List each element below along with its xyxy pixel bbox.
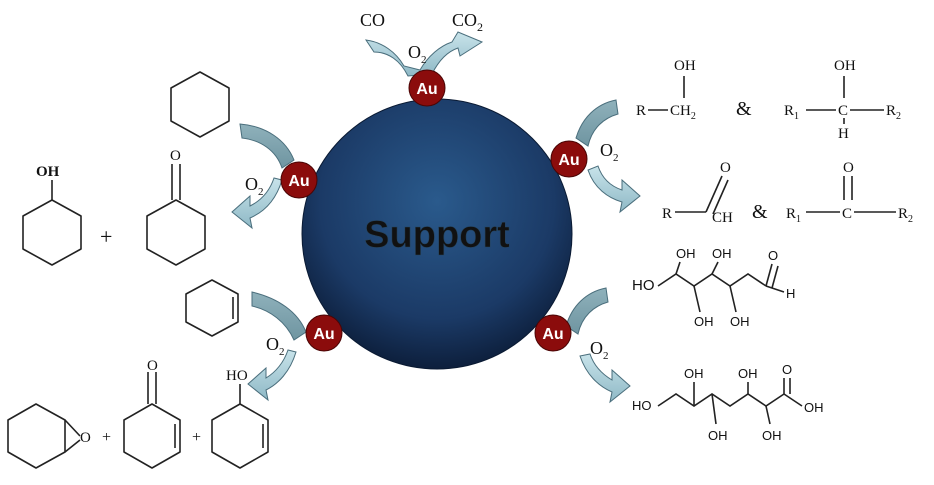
cyclohexenone-molecule: O — [123, 358, 181, 469]
gluconic-acid-molecule: HO OH OH OH OH O OH — [632, 362, 824, 443]
reaction-arrow-lower-right-head — [579, 353, 631, 404]
support-label: Support — [364, 214, 510, 256]
carbonyl-oxygen-label: O — [147, 358, 158, 374]
svg-text:O: O — [843, 160, 854, 176]
au-label: Au — [558, 152, 579, 169]
co-reactant-label: CO — [360, 10, 385, 30]
reaction-arrow-lower-left — [251, 291, 307, 341]
svg-text:OH: OH — [730, 314, 750, 329]
svg-text:HO: HO — [632, 398, 652, 413]
primary-alcohol-molecule: R CH2 OH — [636, 58, 696, 122]
svg-text:R1: R1 — [784, 103, 799, 122]
svg-text:OH: OH — [676, 246, 696, 261]
reaction-arrow-lower-left-head — [247, 349, 297, 402]
au-particle-upper-left: Au — [280, 161, 318, 199]
svg-text:OH: OH — [708, 428, 728, 443]
plus-sign: + — [102, 429, 111, 446]
au-particle-upper-right: Au — [550, 140, 588, 178]
svg-text:O: O — [768, 248, 778, 263]
au-label: Au — [288, 173, 309, 190]
o2-label-upper-right: O2 — [600, 140, 619, 164]
svg-text:CH: CH — [712, 210, 733, 226]
o2-label-top: O2 — [408, 42, 427, 66]
cyclohexanol-molecule: OH — [22, 164, 82, 266]
svg-text:R: R — [636, 103, 646, 119]
cyclohexane-ring — [170, 71, 230, 138]
hydroxyl-label: OH — [36, 164, 60, 180]
svg-text:H: H — [838, 126, 849, 142]
svg-text:OH: OH — [674, 58, 696, 74]
svg-text:CH2: CH2 — [670, 103, 696, 122]
ampersand-label: & — [752, 201, 768, 223]
reaction-arrow-upper-left — [239, 123, 295, 169]
cyclohexene-molecule — [185, 279, 239, 337]
reaction-arrow-upper-right — [575, 99, 619, 147]
svg-text:OH: OH — [738, 366, 758, 381]
ketone-molecule: R1 C R2 O — [786, 160, 913, 225]
svg-text:O: O — [782, 362, 792, 377]
svg-text:R1: R1 — [786, 206, 801, 225]
svg-text:C: C — [842, 206, 852, 222]
svg-text:OH: OH — [712, 246, 732, 261]
svg-text:O: O — [720, 160, 731, 176]
svg-text:R: R — [662, 206, 672, 222]
au-label: Au — [416, 81, 437, 98]
reaction-arrow-top — [364, 31, 484, 77]
svg-text:R2: R2 — [886, 103, 901, 122]
svg-text:OH: OH — [694, 314, 714, 329]
svg-text:H: H — [786, 286, 795, 301]
cyclohexene-oxide-molecule: O — [7, 403, 91, 469]
plus-sign: + — [100, 224, 112, 249]
carbonyl-oxygen-label: O — [170, 148, 181, 164]
svg-text:HO: HO — [632, 277, 655, 294]
au-particle-lower-left: Au — [305, 314, 343, 352]
svg-text:C: C — [838, 103, 848, 119]
epoxide-oxygen-label: O — [80, 430, 91, 446]
au-particle-lower-right: Au — [534, 314, 572, 352]
aldehyde-molecule: R O CH — [662, 160, 733, 226]
svg-text:R2: R2 — [898, 206, 913, 225]
o2-label-upper-left: O2 — [245, 174, 264, 198]
svg-text:OH: OH — [834, 58, 856, 74]
ampersand-label: & — [736, 98, 752, 120]
hydroxyl-label: HO — [226, 368, 248, 384]
reaction-arrow-upper-left-head — [231, 177, 283, 230]
o2-label-lower-left: O2 — [266, 334, 285, 358]
au-label: Au — [313, 326, 334, 343]
svg-text:OH: OH — [762, 428, 782, 443]
co2-product-label: CO2 — [452, 10, 483, 34]
cyclohexanone-molecule: O — [146, 148, 206, 266]
plus-sign: + — [192, 429, 201, 446]
glucose-molecule: HO OH OH OH OH O H — [632, 246, 795, 329]
reaction-arrow-lower-right — [565, 287, 609, 335]
au-particle-top: Au — [408, 69, 446, 107]
svg-text:OH: OH — [684, 366, 704, 381]
secondary-alcohol-molecule: R1 C R2 OH H — [784, 58, 901, 142]
reaction-arrow-upper-right-head — [587, 165, 641, 214]
o2-label-lower-right: O2 — [590, 338, 609, 362]
au-label: Au — [542, 326, 563, 343]
svg-text:OH: OH — [804, 400, 824, 415]
cyclohexenol-molecule: HO — [211, 368, 269, 469]
